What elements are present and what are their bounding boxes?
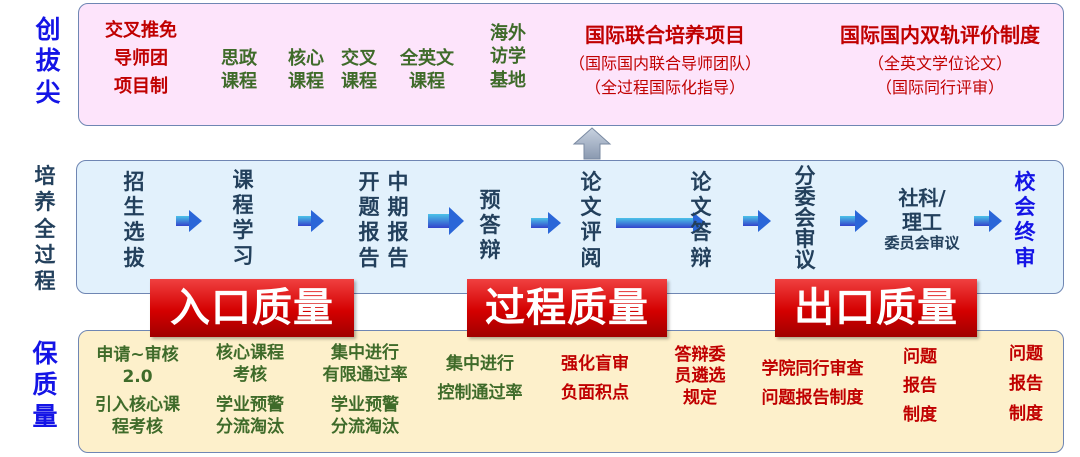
text: （全过程国际化指导） [584,78,745,97]
arrow-right-icon [531,212,561,234]
row-label-middle: 培养全过程 [34,164,56,293]
text: 有限通过率 [322,365,408,386]
dual-track-title: 国际国内双轨评价制度 [840,23,1040,47]
intl-joint-title: 国际联合培养项目 [585,23,745,47]
quality-item-midterm: 集中进行有限通过率 学业预警分流淘汰 [305,342,425,438]
arrow-right-icon [298,210,324,232]
arrow-right-icon [428,207,464,235]
exchange-project: 交叉推免 导师团 项目制 [95,17,187,101]
step-final-review: 校会终审 [1014,170,1036,270]
text: 报告 [903,375,937,396]
text: 分流淘汰 [331,417,399,438]
arrow-right-icon [743,210,771,232]
dual-track-evaluation: 国际国内双轨评价制度 （全英文学位论文） （国际同行评审） [815,22,1065,100]
text: （全英文学位论文） [867,54,1012,73]
quality-item-core-course: 核心课程考核 学业预警分流淘汰 [198,342,302,438]
step-admission: 招生选拔 [123,170,145,270]
text: 学业预警 [331,395,399,416]
text: 制度 [1009,403,1043,424]
text: 报告 [1009,373,1043,394]
course-core: 核心课程 [288,48,324,93]
text: 申请~审核 [96,345,179,365]
intl-joint-program: 国际联合培养项目 （国际国内联合导师团队） （全过程国际化指导） [555,22,775,100]
quality-item-defense-committee: 答辩委员遴选规定 [660,345,740,409]
step-thesis-review: 论文评阅 [580,170,602,270]
text: 引入核心课 [95,395,180,416]
up-arrow-icon [572,127,612,160]
overseas-base: 海外访学基地 [490,23,526,91]
text: （国际国内联合导师团队） [568,54,761,73]
text: 项目制 [114,75,168,97]
text: 集中进行 [331,343,399,363]
top-row-box [78,3,1064,126]
text: 学院同行审查 [761,359,864,379]
text: 规定 [683,387,717,408]
row-label-bottom: 保质量 [32,339,58,431]
text: 分流淘汰 [216,417,284,438]
step-thesis-defense: 论文答辩 [690,170,712,270]
text: 导师团 [114,47,168,69]
step-midterm-report: 中期报告 [387,170,409,270]
text: 程考核 [112,417,163,438]
quality-item-peer-review: 学院同行审查问题报告制度 [745,355,880,413]
text: 学业预警 [216,395,284,416]
step-pre-defense: 预答辩 [479,188,501,263]
text: 问题 [903,347,937,367]
text: 考核 [233,365,267,386]
middle-row-box [76,160,1064,294]
text: 强化盲审 [561,354,629,374]
text: 核心课程 [216,343,284,363]
step-coursework: 课程学习 [232,168,254,268]
quality-item-report-2: 问题报告制度 [996,340,1056,429]
text: 集中进行 [446,354,514,374]
course-cross: 交叉课程 [341,48,377,93]
text: 问题 [1009,344,1043,364]
text: 委员会审议 [884,234,960,252]
step-subcommittee-review: 分委会审议 [794,164,816,272]
quality-item-blind-review: 强化盲审负面积点 [550,350,640,408]
text: 社科/ [898,186,946,210]
step-proposal-report: 开题报告 [358,170,380,270]
banner-entry-quality: 入口质量 [150,279,354,337]
text: 控制通过率 [437,382,523,403]
text: 理工 [902,210,942,234]
course-ideology: 思政课程 [221,48,257,93]
arrow-right-icon [616,212,706,234]
text: 负面积点 [561,382,629,403]
text: 交叉推免 [105,20,177,41]
step-committee-review: 社科/ 理工 委员会审议 [870,186,974,252]
arrow-right-icon [840,210,868,232]
banner-exit-quality: 出口质量 [775,279,977,337]
text: 员遴选 [674,366,726,387]
text: 问题报告制度 [761,387,864,408]
text: 2.0 [122,367,153,388]
arrow-right-icon [974,210,1002,232]
quality-item-report-1: 问题报告制度 [890,343,950,430]
text: （国际同行评审） [875,78,1004,97]
text: 制度 [903,404,937,425]
quality-item-pre-defense: 集中进行控制通过率 [425,350,535,408]
banner-process-quality: 过程质量 [467,279,667,337]
arrow-right-icon [176,210,202,232]
row-label-top: 创拔尖 [35,15,61,107]
text: 答辩委 [674,345,726,365]
course-english: 全英文课程 [400,48,454,93]
